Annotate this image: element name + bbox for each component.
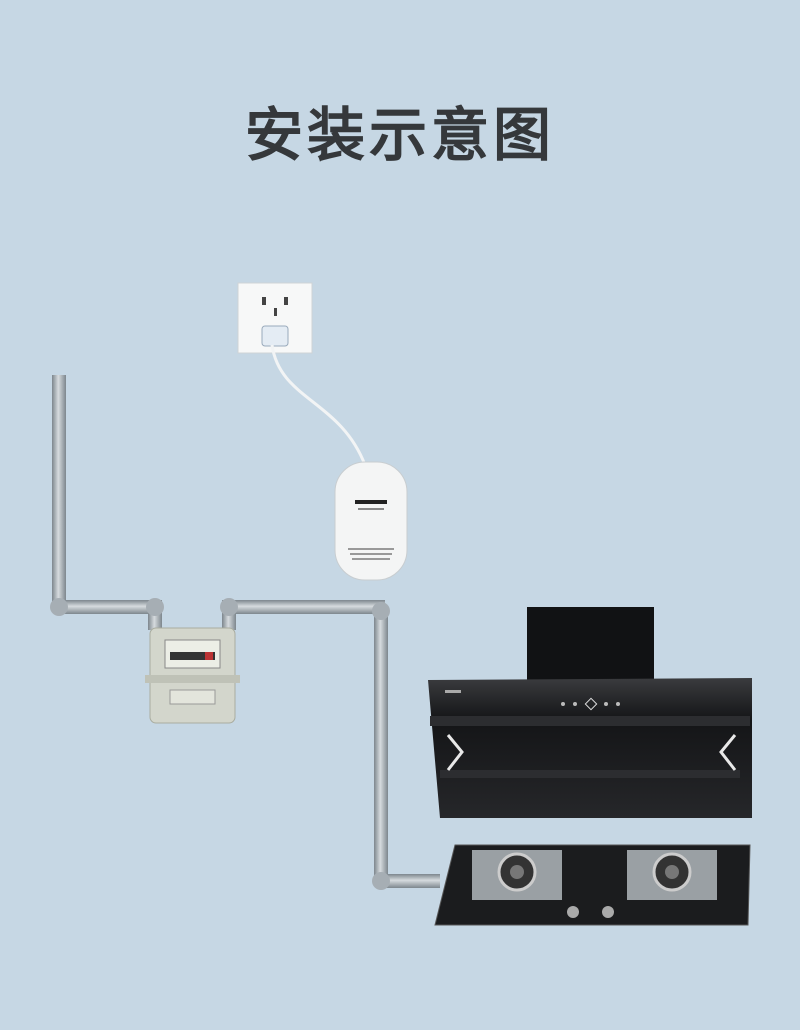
- gas-cooktop: [434, 844, 751, 926]
- gas-pipe: [50, 375, 440, 890]
- wall-socket: [237, 282, 313, 354]
- page-title: 安装示意图: [244, 101, 555, 169]
- power-cable: [270, 344, 367, 466]
- gas-meter: [145, 627, 240, 724]
- range-hood: [428, 607, 752, 818]
- gas-detector: [334, 461, 408, 581]
